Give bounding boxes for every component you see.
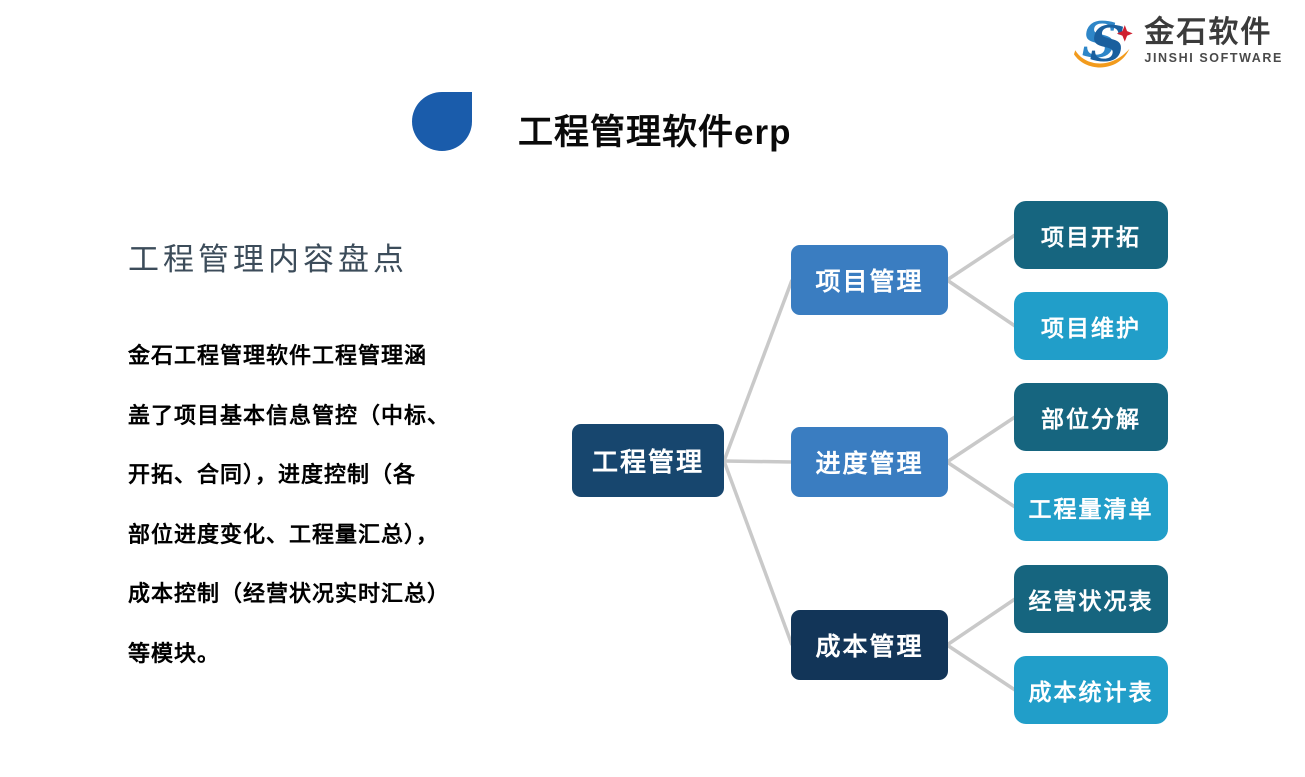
page-title: 工程管理软件erp [518, 113, 792, 152]
diagram-node-leaf-cost-statistics-table: 成本统计表 [1014, 656, 1168, 724]
description-line: 成本控制（经营状况实时汇总） [128, 581, 451, 606]
diagram-node-leaf-part-breakdown: 部位分解 [1014, 383, 1168, 451]
diagram-node-branch-cost: 成本管理 [791, 610, 948, 680]
logo-company-name-en: JINSHI SOFTWARE [1144, 50, 1283, 65]
description-line: 开拓、合同），进度控制（各 [128, 462, 417, 487]
description-line: 金石工程管理软件工程管理涵 [128, 343, 428, 368]
diagram-node-branch-project: 项目管理 [791, 245, 948, 315]
logo: S S 金石软件 JINSHI SOFTWARE [1069, 8, 1283, 74]
svg-text:S: S [1090, 15, 1125, 73]
diagram-node-leaf-project-maintenance: 项目维护 [1014, 292, 1168, 360]
diagram-node-root: 工程管理 [572, 424, 724, 497]
diagram-node-leaf-operating-status-table: 经营状况表 [1014, 565, 1168, 633]
diagram-node-branch-progress: 进度管理 [791, 427, 948, 497]
title-bullet-shape [412, 92, 472, 151]
section-heading: 工程管理内容盘点 [128, 242, 408, 277]
diagram-node-leaf-project-development: 项目开拓 [1014, 201, 1168, 269]
description-line: 等模块。 [128, 640, 221, 666]
description-line: 部位进度变化、工程量汇总）， [128, 521, 440, 547]
logo-text: 金石软件 JINSHI SOFTWARE [1144, 17, 1283, 65]
diagram-node-leaf-quantity-list: 工程量清单 [1014, 473, 1168, 541]
logo-company-name: 金石软件 [1144, 16, 1273, 50]
svg-text:S: S [1082, 11, 1117, 69]
description-line: 盖了项目基本信息管控（中标、 [128, 402, 451, 428]
description-paragraph: 金石工程管理软件工程管理涵 盖了项目基本信息管控（中标、 开拓、合同），进度控制… [128, 326, 500, 683]
jinshi-logo-icon: S S [1074, 11, 1134, 73]
